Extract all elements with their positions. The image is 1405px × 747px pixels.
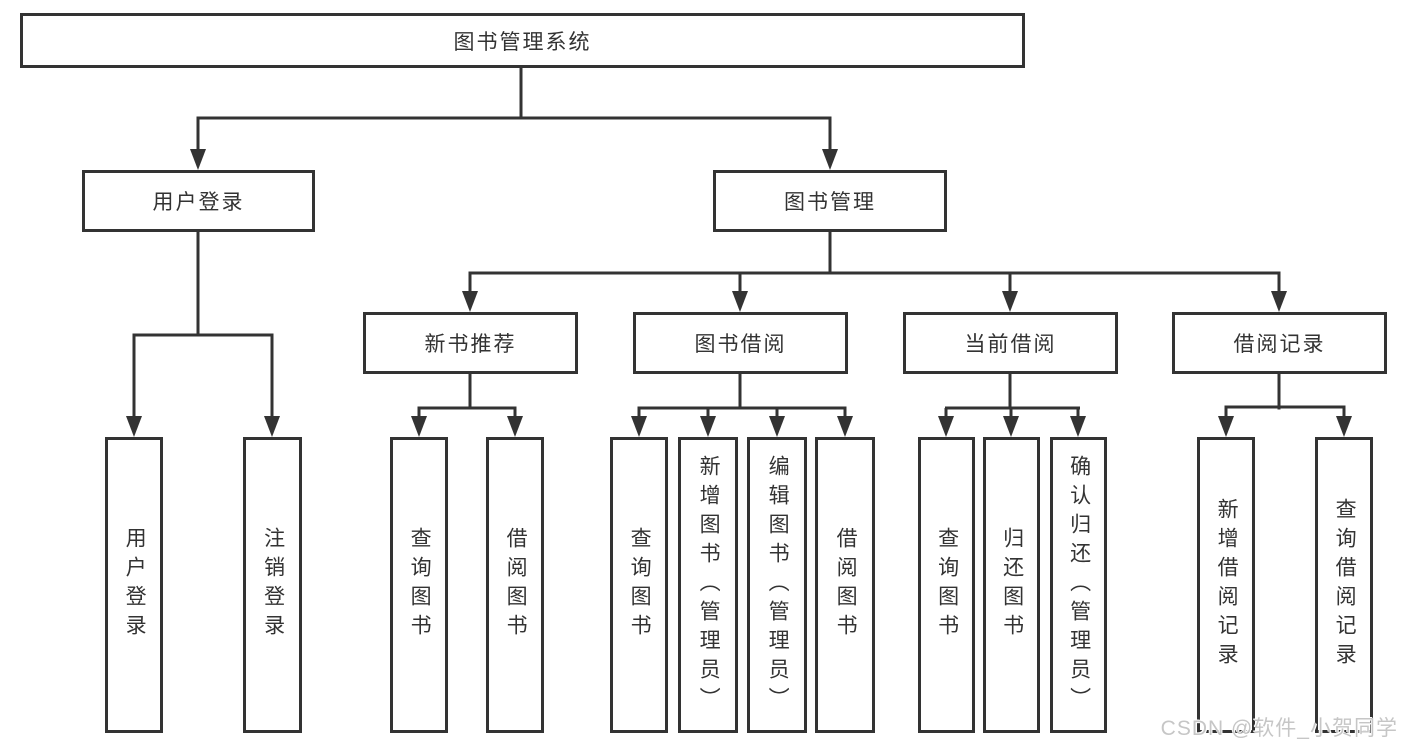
node-leaf-query-books-2-label: 查询图书 — [628, 527, 652, 643]
connector-borrowing-records-to-leaves — [1218, 374, 1352, 437]
node-borrowing-records-label: 借阅记录 — [1233, 333, 1326, 356]
connector-current-borrowing-to-leaves — [938, 374, 1086, 437]
node-leaf-user-login: 用户登录 — [105, 437, 163, 733]
node-book-management: 图书管理 — [713, 170, 947, 232]
node-book-management-label: 图书管理 — [784, 191, 876, 214]
node-leaf-edit-books-admin: 编辑图书（管理员） — [747, 437, 807, 733]
node-leaf-logout-label: 注销登录 — [261, 527, 285, 643]
node-leaf-add-books-admin-label: 新增图书（管理员） — [697, 454, 721, 716]
connector-book-management-to-level3 — [462, 232, 1287, 312]
node-new-book-recommend-label: 新书推荐 — [424, 333, 517, 356]
node-leaf-return-books-label: 归还图书 — [1000, 527, 1024, 643]
node-leaf-borrow-books-1-label: 借阅图书 — [504, 527, 528, 643]
node-leaf-query-books-3: 查询图书 — [918, 437, 975, 733]
node-user-login-label: 用户登录 — [152, 191, 245, 214]
node-library-management-system-label: 图书管理系统 — [453, 30, 592, 54]
node-leaf-edit-books-admin-label: 编辑图书（管理员） — [766, 454, 790, 716]
node-leaf-confirm-return-admin-label: 确认归还（管理员） — [1067, 454, 1091, 716]
node-borrowing-records: 借阅记录 — [1172, 312, 1387, 374]
node-library-management-system: 图书管理系统 — [20, 13, 1025, 68]
node-leaf-add-borrow-record-label: 新增借阅记录 — [1215, 498, 1239, 672]
node-current-borrowing: 当前借阅 — [903, 312, 1118, 374]
node-book-borrowing-label: 图书借阅 — [694, 333, 787, 356]
node-user-login: 用户登录 — [82, 170, 315, 232]
node-leaf-borrow-books-2: 借阅图书 — [815, 437, 875, 733]
node-leaf-confirm-return-admin: 确认归还（管理员） — [1050, 437, 1107, 733]
node-leaf-user-login-label: 用户登录 — [123, 527, 147, 643]
node-leaf-query-books-1-label: 查询图书 — [408, 527, 432, 643]
node-leaf-return-books: 归还图书 — [983, 437, 1040, 733]
node-leaf-add-borrow-record: 新增借阅记录 — [1197, 437, 1255, 733]
connector-user-login-to-leaves — [126, 232, 280, 437]
connector-new-book-recommend-to-leaves — [411, 374, 523, 437]
node-leaf-query-books-3-label: 查询图书 — [935, 527, 959, 643]
node-leaf-query-borrow-record-label: 查询借阅记录 — [1333, 498, 1357, 672]
node-leaf-query-books-2: 查询图书 — [610, 437, 668, 733]
node-leaf-add-books-admin: 新增图书（管理员） — [678, 437, 738, 733]
node-new-book-recommend: 新书推荐 — [363, 312, 578, 374]
connector-root-to-level2 — [190, 68, 838, 170]
node-book-borrowing: 图书借阅 — [633, 312, 848, 374]
node-leaf-borrow-books-2-label: 借阅图书 — [834, 527, 858, 643]
node-current-borrowing-label: 当前借阅 — [964, 333, 1057, 356]
node-leaf-logout: 注销登录 — [243, 437, 302, 733]
connector-book-borrowing-to-leaves — [631, 374, 853, 437]
node-leaf-query-books-1: 查询图书 — [390, 437, 448, 733]
node-leaf-query-borrow-record: 查询借阅记录 — [1315, 437, 1373, 733]
node-leaf-borrow-books-1: 借阅图书 — [486, 437, 544, 733]
